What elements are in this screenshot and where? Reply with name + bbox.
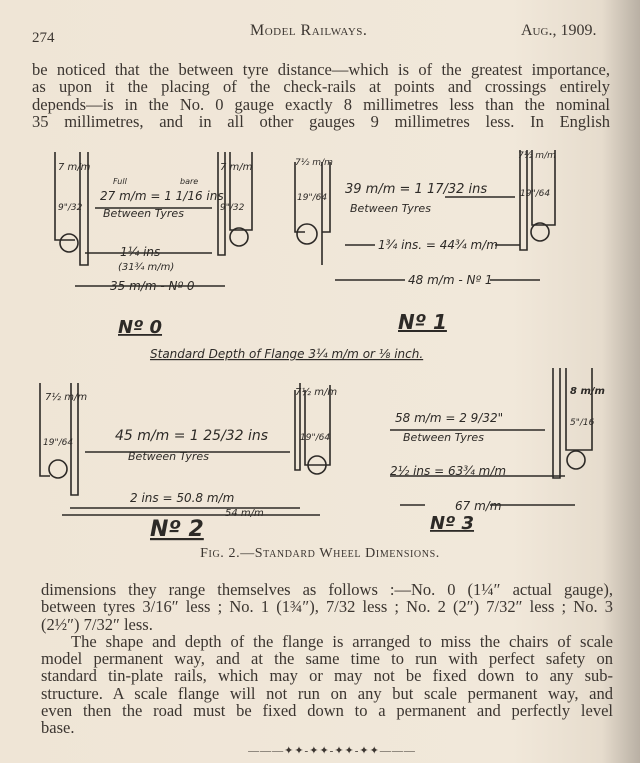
figure-caption: Fig. 2.—Standard Wheel Dimensions. <box>200 546 440 561</box>
wheel-dimensions-figure: 7 m/m 9"/32 Full bare 27 m/m = 1 1/16 in… <box>39 150 605 542</box>
text-line: between tyres 3/16″ less ; No. 1 (1¾″), … <box>41 597 613 617</box>
no2-between: 45 m/m = 1 25/32 ins <box>115 428 268 444</box>
no1-tyre-in-right: 19"/64 <box>520 189 550 199</box>
no3-label: Nº 3 <box>430 513 474 534</box>
no2-tyre-mm: 7½ m/m <box>45 391 87 403</box>
top-paragraph: be noticed that the between tyre distanc… <box>32 61 610 130</box>
no0-between-label: Between Tyres <box>103 207 184 220</box>
wheel-no3 <box>552 368 593 479</box>
text-line: base. <box>41 718 75 738</box>
no0-gauge: 35 m/m - Nº 0 <box>110 279 195 293</box>
wheel-no2-right <box>294 383 331 475</box>
wheel-no0-right <box>217 152 253 256</box>
no1-label: Nº 1 <box>398 310 447 334</box>
wheel-no2-left <box>39 383 79 496</box>
running-title: Model Railways. <box>250 22 368 39</box>
no0-between: 27 m/m = 1 1/16 ins <box>100 189 224 203</box>
no2-between-label: Between Tyres <box>128 450 209 463</box>
no2-check: 2 ins = 50.8 m/m <box>130 491 234 505</box>
text-line: 35 millimetres, and in all other gauges … <box>32 111 610 131</box>
no1-check: 1¾ ins. = 44¾ m/m <box>378 238 498 252</box>
text-line: The shape and depth of the flange is arr… <box>71 631 613 651</box>
bottom-paragraph: dimensions they range themselves as foll… <box>41 581 613 737</box>
no1-gauge: 48 m/m - Nº 1 <box>408 273 493 287</box>
wheel-no1-right <box>519 150 556 251</box>
no1-tyre-in: 19"/64 <box>297 193 327 203</box>
no3-gauge: 67 m/m <box>455 499 502 513</box>
no0-label: Nº 0 <box>118 317 162 338</box>
text-line: model permanent way, and at the same tim… <box>41 649 613 669</box>
no0-bare: bare <box>180 177 198 186</box>
wheel-no1-left <box>294 162 331 265</box>
no0-tyre-in-right: 9"/32 <box>220 203 245 213</box>
no3-check: 2½ ins = 63¾ m/m <box>390 464 506 478</box>
no0-check-mm: (31¾ m/m) <box>118 262 174 273</box>
text-line: standard tin-plate rails, which may or m… <box>41 666 613 686</box>
no2-tyre-mm-right: 7½ m/m <box>295 386 337 398</box>
section-ornament: ———✦✦-✦✦-✦✦-✦✦——— <box>248 745 416 757</box>
no3-tyre-in: 5"/16 <box>570 418 595 428</box>
no0-check: 1¼ ins <box>120 245 160 259</box>
no0-tyre-mm: 7 m/m <box>58 162 91 173</box>
text-line: depends—is in the No. 0 gauge exactly 8 … <box>32 94 610 114</box>
no0-tyre-mm-right: 7 m/m <box>220 162 253 173</box>
no1-tyre-mm: 7½ m/m <box>295 158 333 168</box>
flange-depth-note: Standard Depth of Flange 3¼ m/m or ⅛ inc… <box>150 347 423 361</box>
no1-between-label: Between Tyres <box>350 202 431 215</box>
text-line: dimensions they range themselves as foll… <box>41 580 613 599</box>
page-number: 274 <box>32 30 55 46</box>
text-line: be noticed that the between tyre distanc… <box>32 60 610 79</box>
text-line: as upon it the placing of the check-rail… <box>32 77 610 97</box>
no1-tyre-mm-right: 7½ m/m <box>518 151 556 161</box>
no2-label: Nº 2 <box>150 517 204 542</box>
no1-between: 39 m/m = 1 17/32 ins <box>345 182 487 197</box>
text-line: (2½″) 7/32″ less. <box>41 614 153 634</box>
text-line: structure. A scale flange will not run o… <box>41 683 613 703</box>
no3-tyre-mm: 8 m/m <box>570 386 605 397</box>
no2-tyre-in-right: 19"/64 <box>300 433 330 443</box>
no0-full: Full <box>113 177 128 186</box>
no2-tyre-in: 19"/64 <box>43 438 73 448</box>
no0-tyre-in: 9"/32 <box>58 203 83 213</box>
no2-gauge: 54 m/m <box>225 508 264 519</box>
issue-date: Aug., 1909. <box>521 22 597 39</box>
no3-between: 58 m/m = 2 9/32" <box>395 411 503 425</box>
no3-between-label: Between Tyres <box>403 431 484 444</box>
text-line: even then the road must be fixed down to… <box>41 701 613 721</box>
wheel-no0-left <box>54 152 89 266</box>
